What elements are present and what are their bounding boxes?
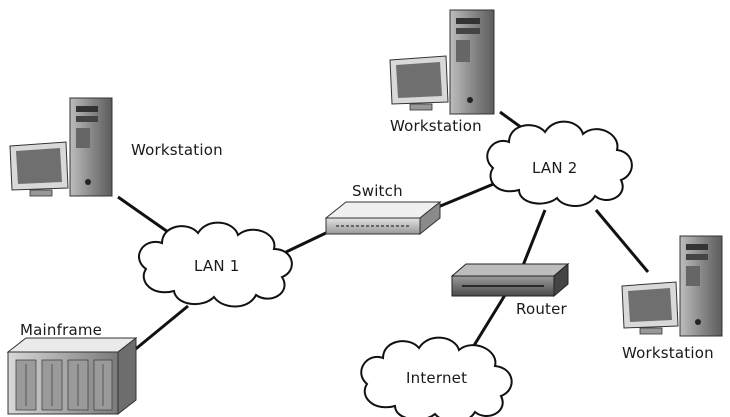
lan1-label: LAN 1 <box>194 257 240 275</box>
link-lan2-workstation-right <box>594 209 650 273</box>
lan2-label: LAN 2 <box>532 159 578 177</box>
workstation-icon <box>621 235 723 337</box>
workstation-right-label: Workstation <box>622 344 714 362</box>
link-switch-lan2 <box>437 181 497 209</box>
router-label: Router <box>516 300 567 318</box>
workstation-icon <box>389 9 495 115</box>
mainframe-label: Mainframe <box>20 321 103 339</box>
link-workstation-top-lan2 <box>499 110 523 130</box>
workstation-top-label: Workstation <box>390 117 482 135</box>
link-lines <box>117 110 650 354</box>
workstation-icon <box>9 97 113 197</box>
link-router-internet <box>468 294 507 353</box>
link-lan1-switch <box>285 230 329 254</box>
link-lan2-router <box>520 209 547 269</box>
router-icon <box>450 262 570 298</box>
internet-label: Internet <box>406 369 468 387</box>
mainframe-icon <box>6 336 138 416</box>
link-mainframe-lan1 <box>131 304 189 354</box>
switch-icon <box>324 200 442 236</box>
cloud-icon <box>486 120 633 207</box>
cloud-icon <box>360 336 513 417</box>
link-workstation-left-lan1 <box>117 195 169 234</box>
switch-label: Switch <box>352 182 403 200</box>
cloud-icon <box>138 221 293 308</box>
workstation-left-label: Workstation <box>131 141 223 159</box>
